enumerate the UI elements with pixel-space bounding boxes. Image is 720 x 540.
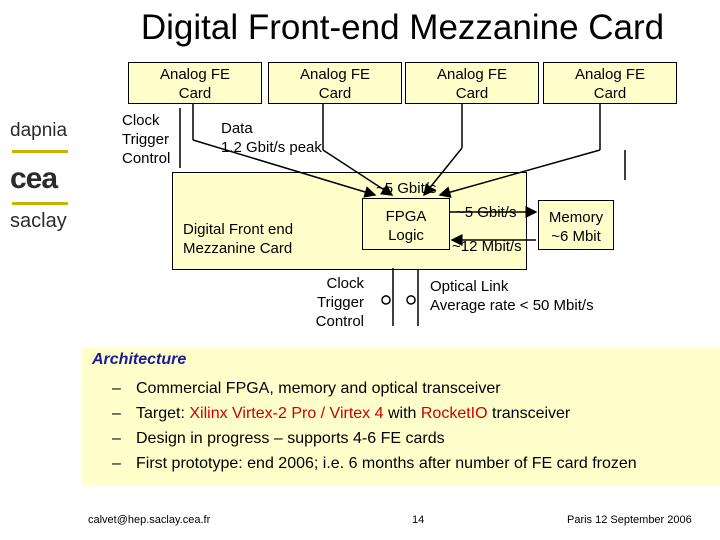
footer-page-number: 14: [412, 514, 425, 526]
card-label: Analog FE Card: [574, 66, 646, 102]
card-2-link: [322, 149, 394, 196]
card-4-link: [438, 149, 601, 198]
mezzanine-label: Digital Front end Mezzanine Card: [183, 221, 294, 257]
clock-connector-icon: [381, 295, 391, 305]
architecture-item-text: Design in progress – supports 4-6 FE car…: [136, 430, 445, 447]
card-3-link: [423, 147, 463, 197]
logo-divider: [12, 150, 68, 153]
analog-fe-card-1: Analog FE Card: [128, 62, 262, 104]
bullet-dash: –: [112, 455, 121, 472]
optical-connector-icon: [406, 295, 416, 305]
architecture-item-text: First prototype: end 2006; i.e. 6 months…: [136, 455, 637, 472]
dapnia-logo: dapnia: [10, 120, 68, 141]
architecture-item-text: Target:: [136, 405, 190, 422]
architecture-item-text: with: [383, 405, 421, 422]
architecture-item-text: RocketIO: [420, 405, 488, 422]
architecture-item: –Design in progress – supports 4-6 FE ca…: [94, 426, 637, 451]
architecture-panel: Architecture –Commercial FPGA, memory an…: [82, 348, 720, 486]
memory-box: Memory ~6 Mbit: [538, 200, 614, 250]
optical-link-label: Optical Link Average rate < 50 Mbit/s: [430, 278, 594, 314]
clock-trigger-control-top: Clock Trigger Control: [122, 112, 171, 167]
card-1-link: [192, 139, 377, 198]
clock-trigger-control-bottom: Clock Trigger Control: [315, 275, 364, 330]
bullet-dash: –: [112, 430, 121, 447]
architecture-item-text: Commercial FPGA, memory and optical tran…: [136, 380, 501, 397]
cea-logo: cea: [10, 162, 58, 195]
fpga-logic-box: FPGA Logic: [362, 198, 450, 250]
architecture-list: –Commercial FPGA, memory and optical tra…: [94, 376, 637, 476]
memory-read-rate-label: ~12 Mbit/s: [452, 238, 522, 255]
architecture-item-text: Xilinx Virtex-2 Pro / Virtex 4: [189, 405, 384, 422]
architecture-item: –Target: Xilinx Virtex-2 Pro / Virtex 4 …: [94, 401, 637, 426]
footer-date: Paris 12 September 2006: [567, 514, 692, 526]
card-label: Analog FE Card: [299, 66, 371, 102]
analog-fe-card-4: Analog FE Card: [543, 62, 677, 104]
architecture-item: –First prototype: end 2006; i.e. 6 month…: [94, 451, 637, 476]
footer-email: calvet@hep.saclay.cea.fr: [88, 514, 211, 526]
card-label: Analog FE Card: [436, 66, 508, 102]
architecture-item-text: transceiver: [487, 405, 571, 422]
card-label: Analog FE Card: [159, 66, 231, 102]
analog-fe-card-3: Analog FE Card: [405, 62, 539, 104]
slide-title: Digital Front-end Mezzanine Card: [140, 8, 665, 47]
data-rate-label: Data 1.2 Gbit/s peak: [221, 120, 322, 156]
architecture-heading: Architecture: [92, 351, 187, 368]
mezzanine-card: [172, 172, 527, 270]
architecture-item: –Commercial FPGA, memory and optical tra…: [94, 376, 637, 401]
logo-divider: [12, 202, 68, 205]
analog-fe-card-2: Analog FE Card: [268, 62, 402, 104]
bullet-dash: –: [112, 380, 121, 397]
bullet-dash: –: [112, 405, 121, 422]
saclay-logo: saclay: [10, 210, 67, 232]
